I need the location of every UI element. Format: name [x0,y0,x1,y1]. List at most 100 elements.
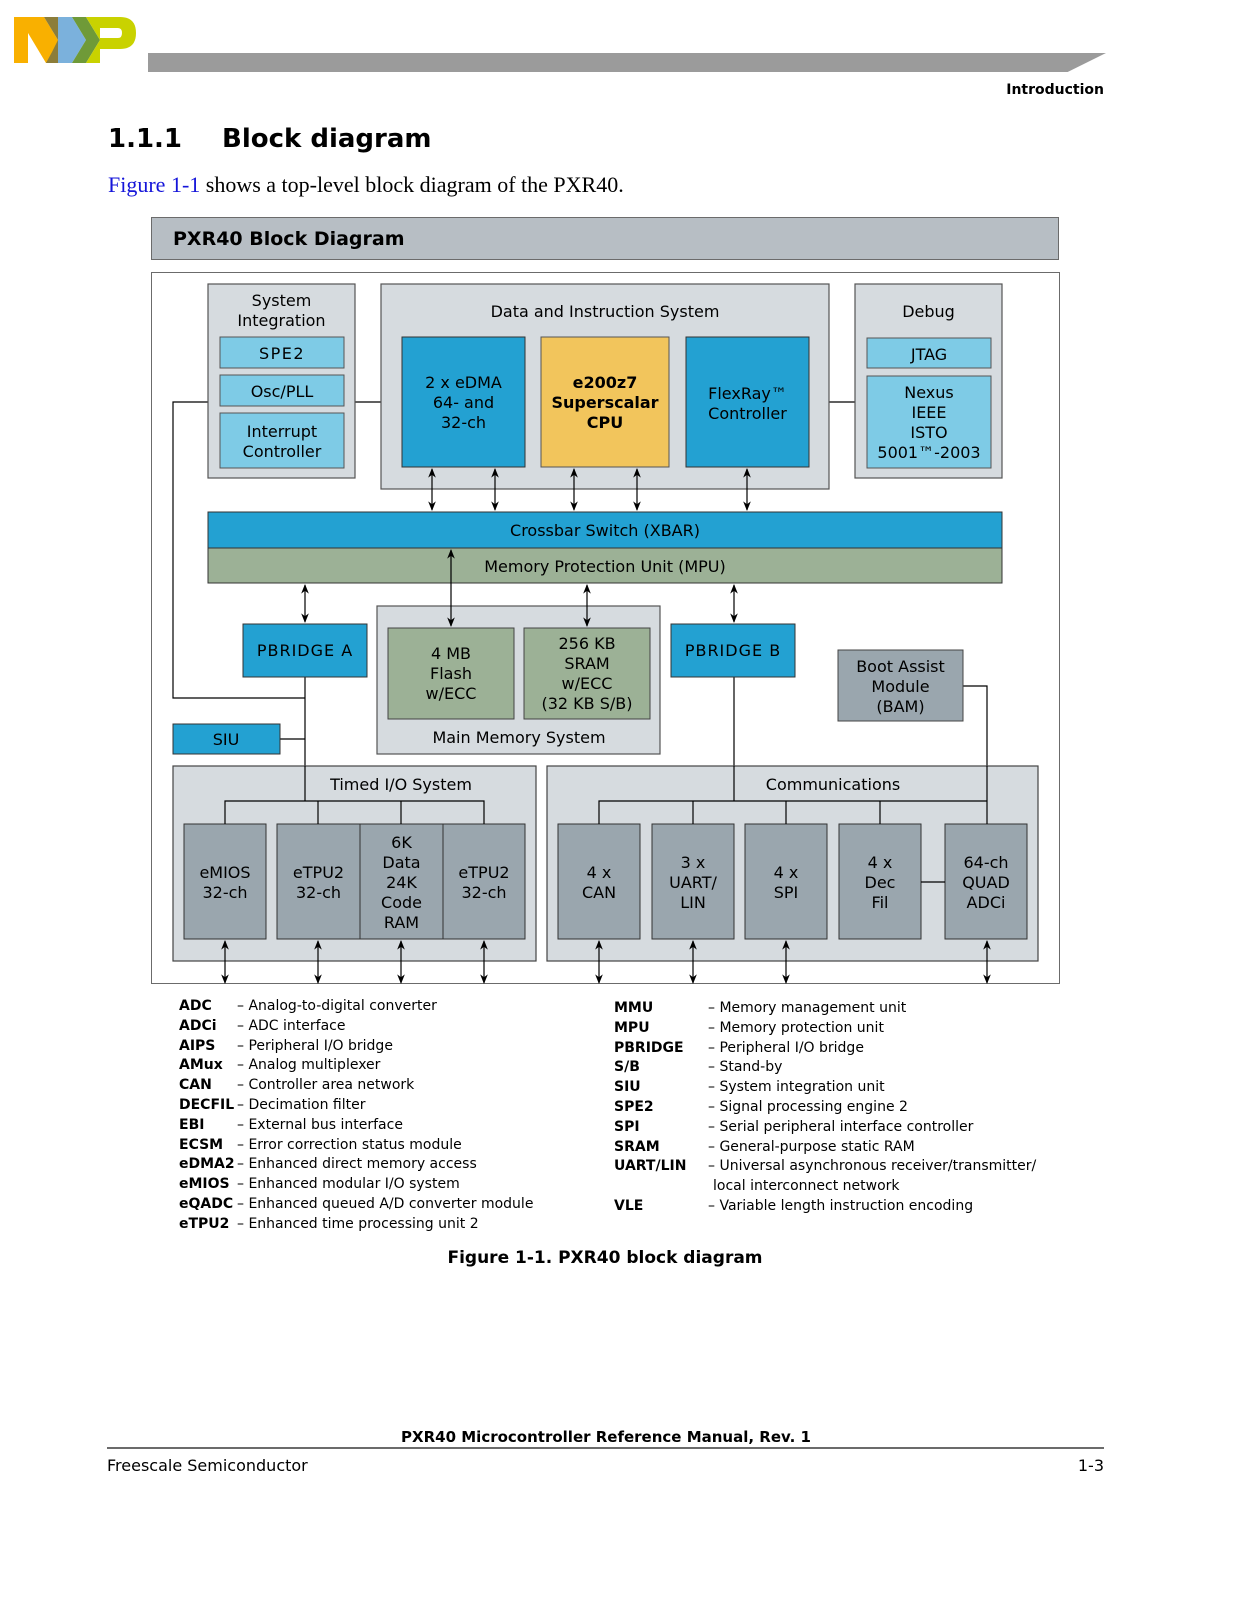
comm-block-1-line-1: 4 x [587,863,612,882]
system-integration-group: System Integration SPE2 Osc/PLL Interrup… [207,283,356,479]
figure-link[interactable]: Figure 1-1 [108,172,201,197]
legend-abbreviation: EBI [179,1116,205,1133]
comm-block-2 [651,823,735,940]
edma-line-2: 64- and [433,393,494,412]
legend-entry: PBRIDGE– Peripheral I/O bridge [614,1039,1036,1059]
flash-line-1: 4 MB [431,644,471,663]
sram-line-4: (32 KB S/B) [541,694,632,713]
diagram-title: PXR40 Block Diagram [173,228,405,250]
nexus-line-1: Nexus [904,383,953,402]
pbridge-b-label: PBRIDGE B [685,641,781,660]
legend-entry: ECSM – Error correction status module [179,1136,533,1156]
timed-io-block-3-line-5: RAM [384,913,419,932]
flexray-line-2: Controller [708,404,787,423]
diagram-frame [151,272,1060,984]
legend-description: – Analog multiplexer [237,1057,381,1074]
legend-abbreviation: DECFIL [179,1096,235,1113]
comm-block-2-line-2: UART/ [669,873,717,892]
legend-entry: ADCi – ADC interface [179,1017,533,1037]
legend-entry: SRAM– General-purpose static RAM [614,1138,1036,1158]
spe2-block: SPE2 [259,344,305,363]
running-header: Introduction [1006,82,1104,98]
si-to-pbridgea-line [172,401,305,699]
legend-description: – Serial peripheral interface controller [708,1118,974,1135]
legend-abbreviation: CAN [179,1077,212,1094]
comm-block-4-line-3: Fil [872,893,889,912]
legend-entry: eMIOS– Enhanced modular I/O system [179,1175,533,1195]
timed-io-title: Timed I/O System [329,775,472,794]
legend-description: – Variable length instruction encoding [708,1197,974,1214]
legend-abbreviation: SPE2 [614,1098,654,1115]
timed-io-block-3-line-3: 24K [386,873,417,892]
pbridge-a-block [242,623,368,678]
legend-description: – Decimation filter [237,1096,366,1113]
logo-x-left [58,17,72,63]
timed-io-block-4-line-2: 32-ch [461,883,506,902]
legend-description: – Universal asynchronous receiver/transm… [708,1158,1037,1175]
legend-entry: DECFIL– Decimation filter [179,1096,533,1116]
legend-description: – Enhanced time processing unit 2 [237,1215,479,1232]
siu-label: SIU [213,730,240,749]
bam-line-2: Module [871,677,929,696]
logo-x-mid [72,17,86,63]
timed-io-blocks: eMIOS32-cheTPU232-ch6KData24KCodeRAMeTPU… [183,823,526,940]
block-diagram: System Integration SPE2 Osc/PLL Interrup… [172,283,1039,984]
legend-description: – Peripheral I/O bridge [708,1039,864,1056]
nexus-line-3: ISTO [910,423,947,442]
comm-block-1 [557,823,641,940]
timed-io-block-1-line-1: eMIOS [199,863,250,882]
data-instruction-group: Data and Instruction System 2 x eDMA 64-… [380,283,830,490]
mpu-label: Memory Protection Unit (MPU) [484,557,726,576]
comm-block-4-line-1: 4 x [868,853,893,872]
legend-abbreviation: SIU [614,1079,641,1096]
xbar-block [207,511,1003,549]
legend-abbreviation: ADCi [179,1017,217,1034]
legend-description: – ADC interface [237,1017,346,1034]
legend-description: – Error correction status module [237,1136,462,1153]
logo-n-diag [28,17,58,63]
legend-entry: S/B– Stand-by [614,1058,1036,1078]
header-bar [148,53,1106,72]
sram-line-2: SRAM [564,654,609,673]
nxp-logo [14,17,136,63]
timed-io-block-4-line-1: eTPU2 [458,863,509,882]
legend-abbreviation: eTPU2 [179,1215,230,1232]
inner-connectors [224,766,988,883]
comm-block-2-line-1: 3 x [681,853,706,872]
bus-arrows [221,468,991,984]
timed-io-block-2-line-2: 32-ch [296,883,341,902]
legend-entry: AIPS– Peripheral I/O bridge [179,1037,533,1057]
legend-entry: CAN – Controller area network [179,1076,533,1096]
legend-entry: eQADC– Enhanced queued A/D converter mod… [179,1195,533,1215]
si-title-2: Integration [237,311,325,330]
edma-line-3: 32-ch [441,413,486,432]
section-number: 1.1.1 [108,124,183,154]
cpu-line-1: e200z7 [573,373,638,392]
comm-block-4-line-2: Dec [865,873,896,892]
cpu-line-3: CPU [587,413,623,432]
xbar-label: Crossbar Switch (XBAR) [510,521,700,540]
timed-io-group: Timed I/O System eMIOS32-cheTPU232-ch6KD… [172,765,537,962]
nexus-line-4: 5001™-2003 [877,443,980,462]
jtag-block: JTAG [910,345,947,364]
legend-abbreviation: ECSM [179,1136,224,1153]
debug-title: Debug [902,302,955,321]
timed-io-block-4 [442,823,526,940]
legend-entry: eTPU2 – Enhanced time processing unit 2 [179,1215,533,1235]
comm-block-5-line-3: ADCi [967,893,1006,912]
legend-abbreviation: eDMA2 [179,1156,235,1173]
legend-description: – Controller area network [237,1077,415,1094]
pbridge-a-label: PBRIDGE A [257,641,353,660]
sram-line-1: 256 KB [558,634,615,653]
footer-company: Freescale Semiconductor [107,1456,308,1475]
legend-entry: MPU– Memory protection unit [614,1019,1036,1039]
legend-description: – Analog-to-digital converter [237,998,437,1014]
legend-description: – Memory protection unit [708,1019,884,1036]
comm-block-1-line-2: CAN [582,883,616,902]
siu-block [172,723,281,755]
comm-block-3-line-1: 4 x [774,863,799,882]
